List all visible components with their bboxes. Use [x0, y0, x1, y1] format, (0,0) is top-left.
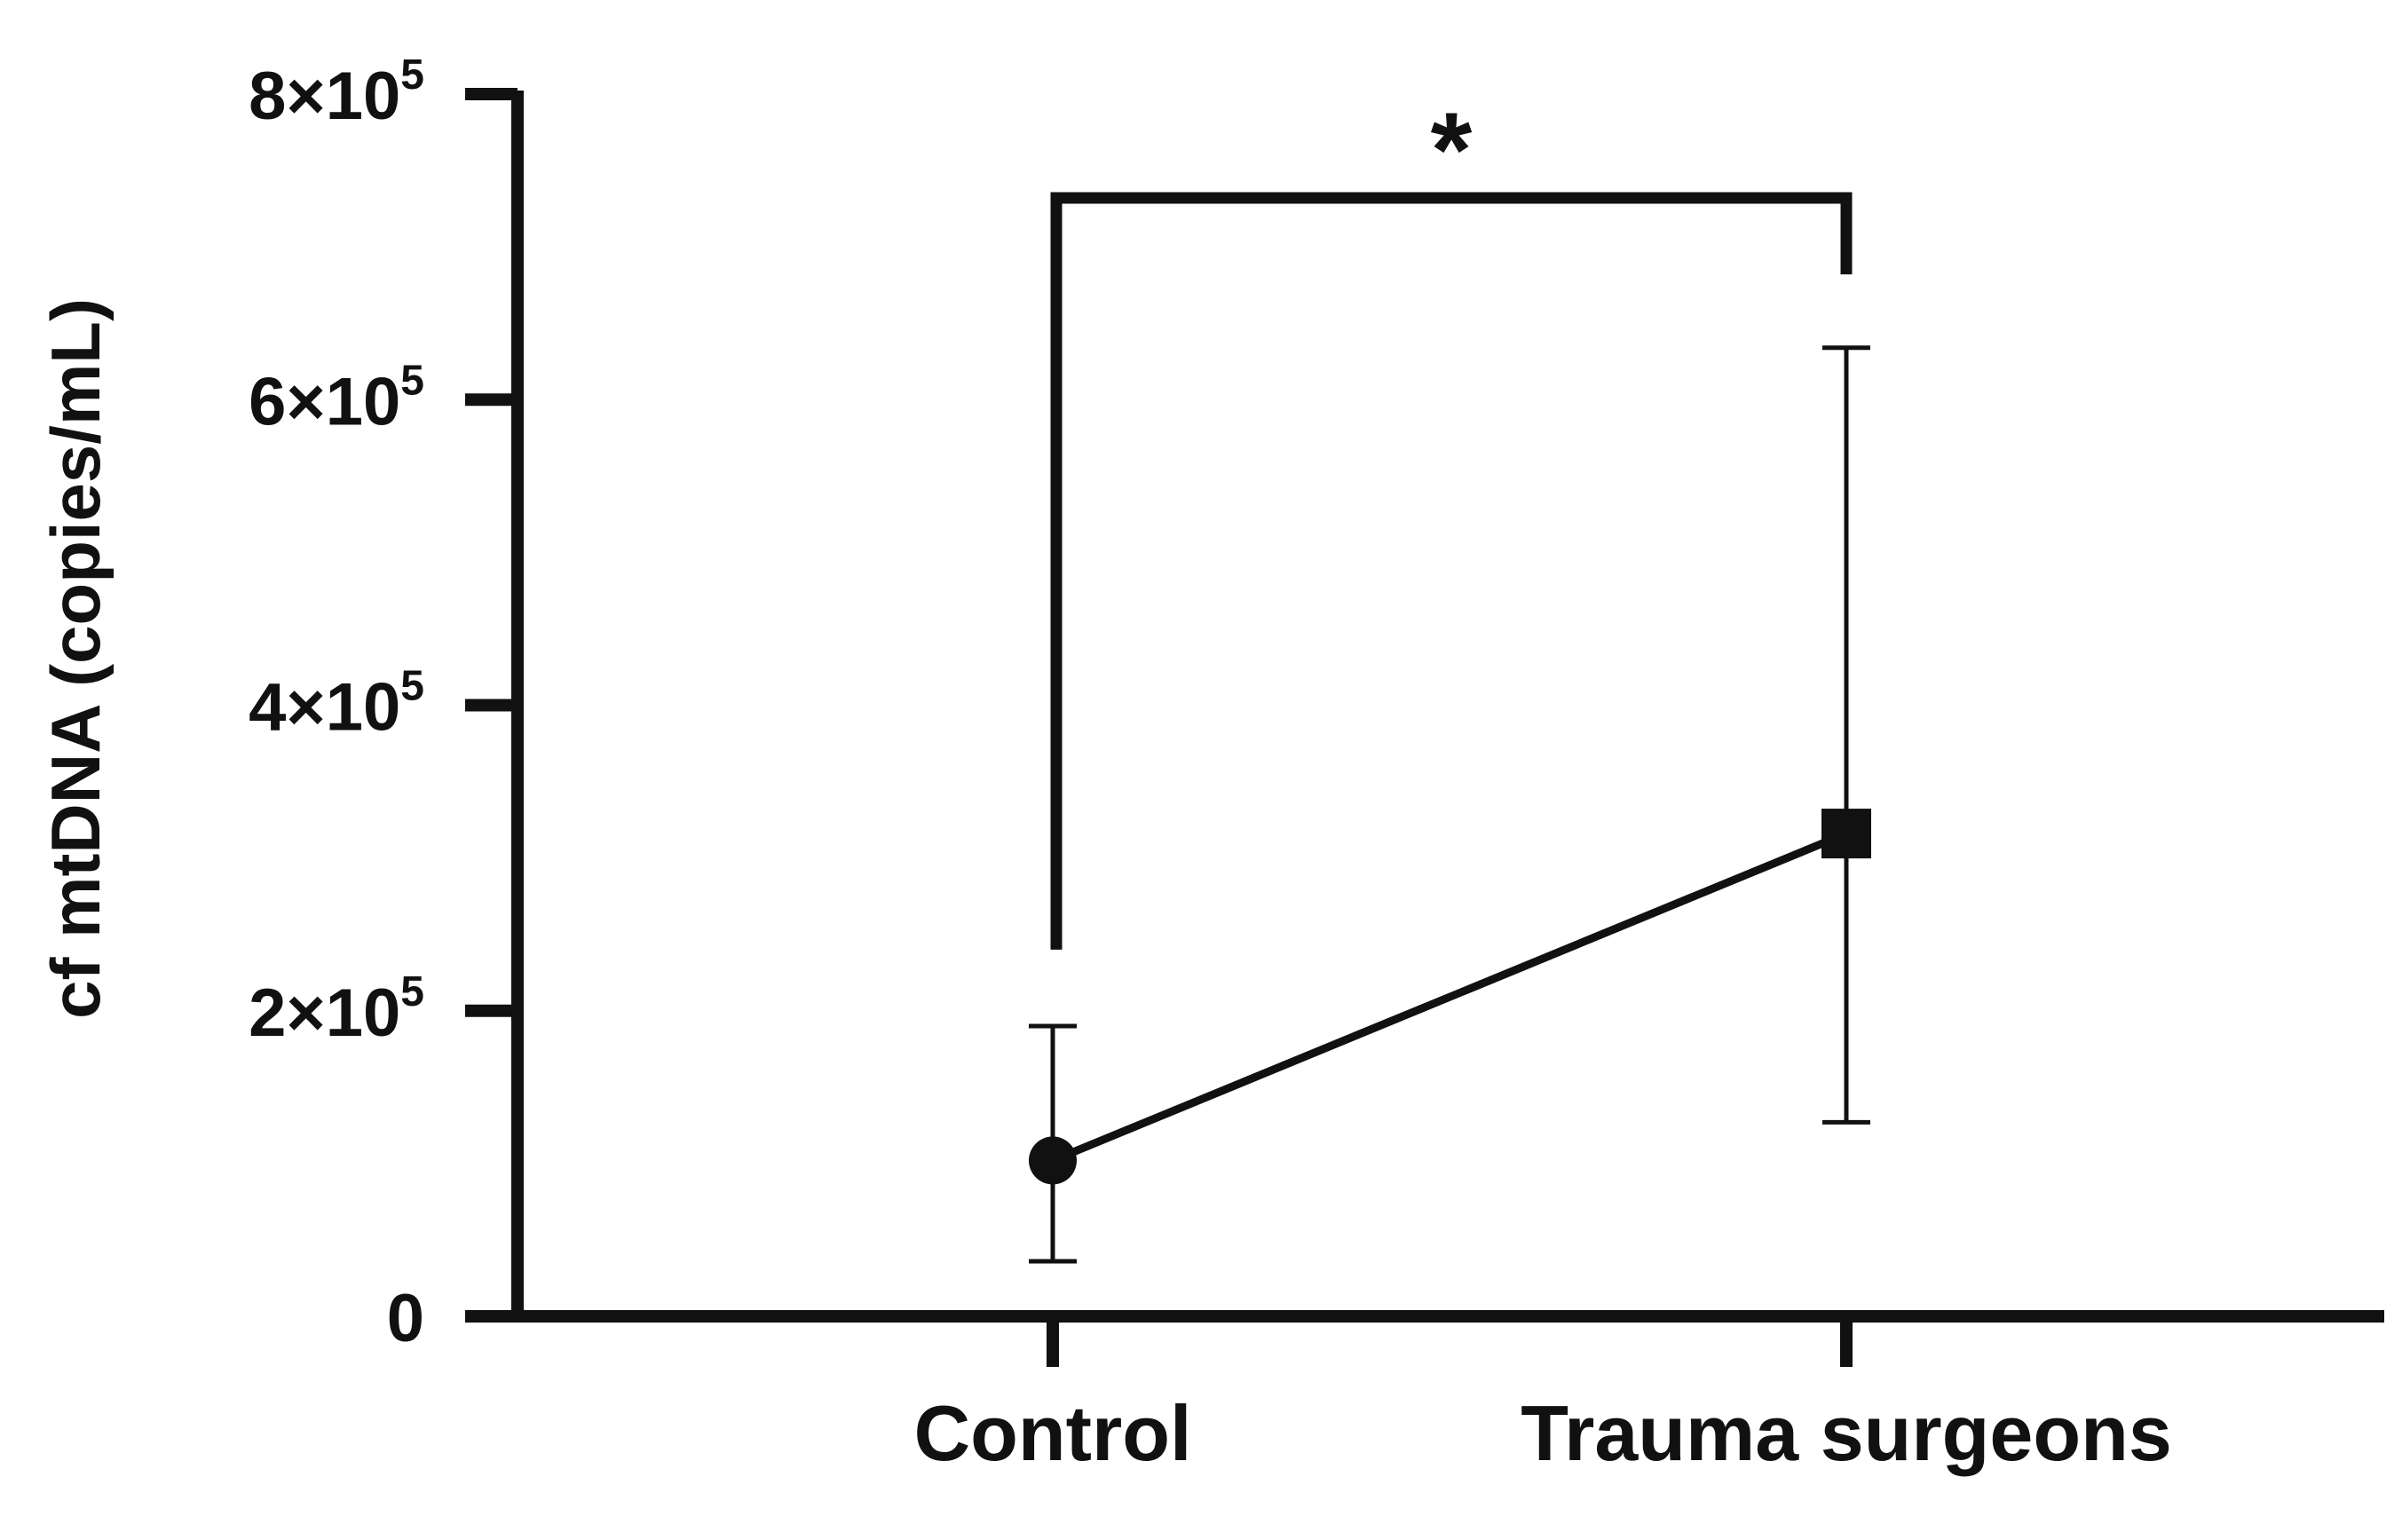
y-tick-exponent-2: 5	[400, 663, 424, 710]
significance-bracket-group: *	[1050, 91, 1853, 950]
significance-label: *	[1431, 91, 1473, 209]
axes	[465, 91, 2384, 1323]
y-tick-exponent-1: 5	[400, 968, 424, 1015]
y-tick-label-2: 4×105	[249, 663, 424, 746]
data-point-1	[1821, 809, 1871, 859]
y-tick-label-3: 6×105	[249, 357, 424, 439]
x-category-label-1: Trauma surgeons	[1521, 1389, 2172, 1477]
significance-bracket	[1050, 192, 1853, 950]
series-group	[1029, 345, 1871, 1264]
series-line-0	[1051, 829, 1848, 1165]
y-tick-exponent-4: 5	[400, 51, 424, 99]
y-tick-exponent-3: 5	[400, 357, 424, 404]
y-axis-label-group: cf mtDNA (copies/mL)	[36, 298, 115, 1019]
x-category-label-0: Control	[914, 1389, 1192, 1477]
y-ticks: 0 2×105 4×105 6×105 8×105	[249, 51, 518, 1356]
y-tick-label-4: 8×105	[249, 51, 424, 134]
y-tick-label-0: 0	[387, 1281, 424, 1356]
data-point-0	[1029, 1136, 1077, 1185]
x-ticks: Control Trauma surgeons	[914, 1316, 2172, 1477]
y-tick-label-1: 2×105	[249, 968, 424, 1051]
y-axis-label: cf mtDNA (copies/mL)	[36, 298, 115, 1019]
